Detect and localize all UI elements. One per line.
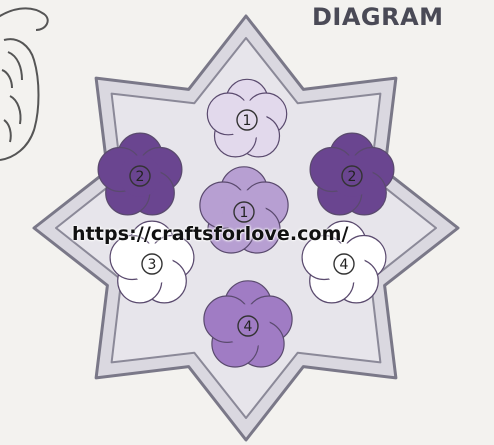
- watermark-url: https://craftsforlove.com/: [72, 223, 349, 245]
- flower-number: 3: [148, 257, 157, 273]
- diagram-title: DIAGRAM: [312, 3, 444, 31]
- flower-number: 1: [243, 113, 252, 129]
- sketch-decoration: [0, 8, 48, 160]
- flower-number: 2: [348, 169, 357, 185]
- flower-number: 2: [136, 169, 145, 185]
- flower-number: 4: [244, 319, 253, 335]
- flower-number: 4: [340, 257, 349, 273]
- flower-number: 1: [240, 205, 249, 221]
